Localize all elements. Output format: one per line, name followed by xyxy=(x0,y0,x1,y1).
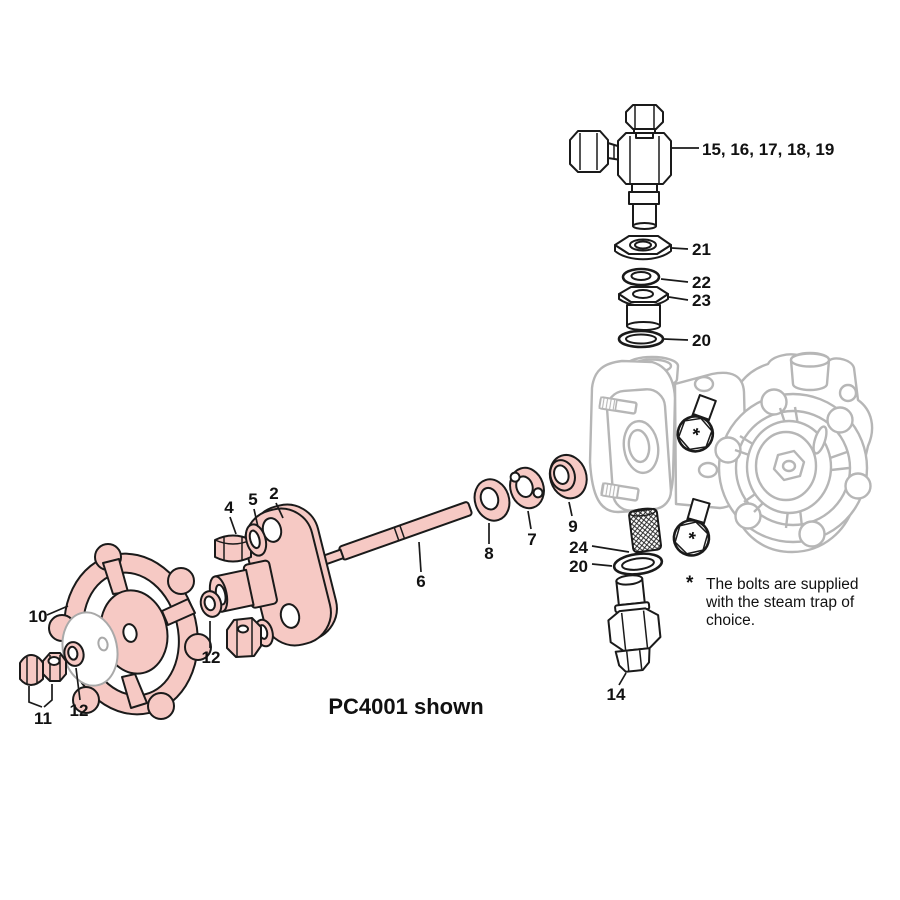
leader-lines xyxy=(28,147,699,708)
callout-2: 2 xyxy=(269,484,278,503)
part-12-washer-flange xyxy=(199,590,223,618)
callout-9: 9 xyxy=(568,517,577,536)
part-14-check-valve-fitting xyxy=(607,574,662,673)
part-6-spindle xyxy=(319,501,473,566)
footnote-asterisk: * xyxy=(686,573,694,594)
callout-21: 21 xyxy=(692,240,711,259)
callout-12-flange: 12 xyxy=(202,648,221,667)
callout-4: 4 xyxy=(224,498,234,517)
steam-trap-left-body-ghost xyxy=(588,355,748,514)
callout-11: 11 xyxy=(34,709,52,728)
part-23-bushing xyxy=(618,286,669,331)
callout-14: 14 xyxy=(607,685,626,704)
part-20-oring-top xyxy=(617,329,665,349)
diagram-caption: PC4001 shown xyxy=(328,694,483,719)
callout-6: 6 xyxy=(416,572,425,591)
callout-7: 7 xyxy=(527,530,536,549)
footnote-line-2: with the steam trap of xyxy=(705,594,855,611)
flange-bolt-lower: * xyxy=(672,497,711,557)
part-20-oring-mid xyxy=(612,552,664,576)
callout-group-15-19: 15, 16, 17, 18, 19 xyxy=(702,140,834,159)
flange-bolt-upper: * xyxy=(676,394,717,453)
part-22-washer xyxy=(621,267,661,287)
part-24-strainer-screen xyxy=(628,507,662,554)
callout-23: 23 xyxy=(692,291,711,310)
part-7-gland-packing xyxy=(509,466,545,510)
part-12-washer-wheel xyxy=(63,641,85,667)
callout-5: 5 xyxy=(248,490,257,509)
footnote-line-1: The bolts are supplied xyxy=(706,576,859,593)
part-11-nuts xyxy=(19,652,67,686)
callout-22: 22 xyxy=(692,273,711,292)
part-5-washer xyxy=(244,523,268,557)
footnote-line-3: choice. xyxy=(706,612,755,629)
part-9-gland-bushing xyxy=(548,453,588,500)
callout-8: 8 xyxy=(484,544,493,563)
part-21-gland-nut xyxy=(614,235,672,261)
callout-10: 10 xyxy=(29,607,48,626)
callout-20-top: 20 xyxy=(692,331,711,350)
callout-24: 24 xyxy=(569,538,588,557)
callout-20-mid: 20 xyxy=(569,557,588,576)
part-2-flange xyxy=(208,503,338,658)
callout-12-wheel: 12 xyxy=(70,701,89,720)
part-4-nut xyxy=(214,534,252,563)
part-group-15-19-valve xyxy=(569,104,672,230)
part-8-packing-ring xyxy=(473,478,511,522)
steam-trap-handwheel-ghost xyxy=(714,388,872,548)
